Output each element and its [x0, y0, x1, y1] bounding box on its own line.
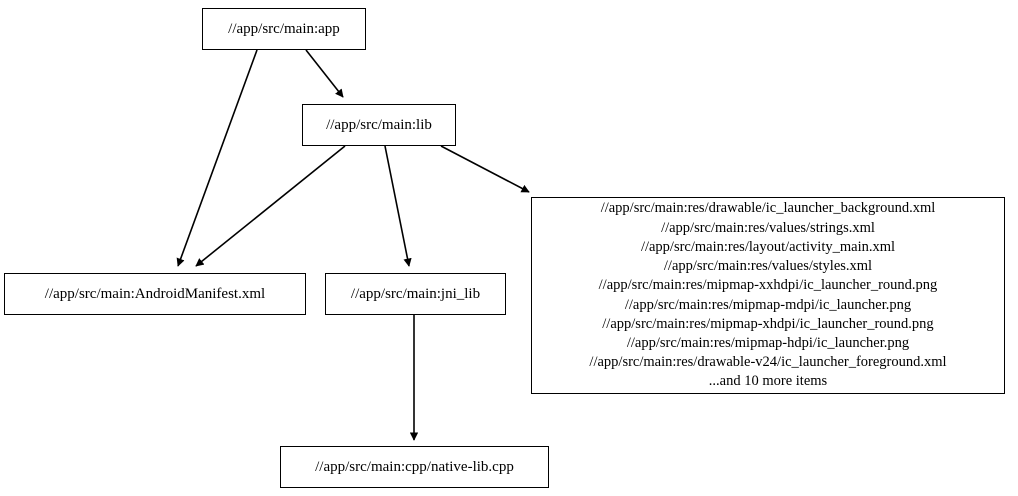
- node-lib-label: //app/src/main:lib: [326, 116, 432, 133]
- node-native-lib[interactable]: //app/src/main:cpp/native-lib.cpp: [280, 446, 549, 488]
- edge-app-to-lib: [305, 49, 344, 98]
- node-jni-lib-label: //app/src/main:jni_lib: [350, 285, 481, 302]
- edge-lib-to-resources: [440, 145, 530, 193]
- node-lib[interactable]: //app/src/main:lib: [302, 104, 456, 146]
- node-app-label: //app/src/main:app: [228, 20, 340, 37]
- edge-app-to-manifest: [176, 49, 258, 267]
- node-app[interactable]: //app/src/main:app: [202, 8, 366, 50]
- node-native-lib-label: //app/src/main:cpp/native-lib.cpp: [315, 458, 514, 475]
- node-android-manifest[interactable]: //app/src/main:AndroidManifest.xml: [4, 273, 306, 315]
- node-android-manifest-label: //app/src/main:AndroidManifest.xml: [44, 285, 266, 302]
- edge-lib-to-jni-lib: [384, 145, 412, 267]
- node-resources[interactable]: //app/src/main:res/drawable/ic_launcher_…: [531, 197, 1005, 394]
- edge-lib-to-manifest: [195, 145, 346, 267]
- node-jni-lib[interactable]: //app/src/main:jni_lib: [325, 273, 506, 315]
- node-resources-label: //app/src/main:res/drawable/ic_launcher_…: [589, 200, 947, 390]
